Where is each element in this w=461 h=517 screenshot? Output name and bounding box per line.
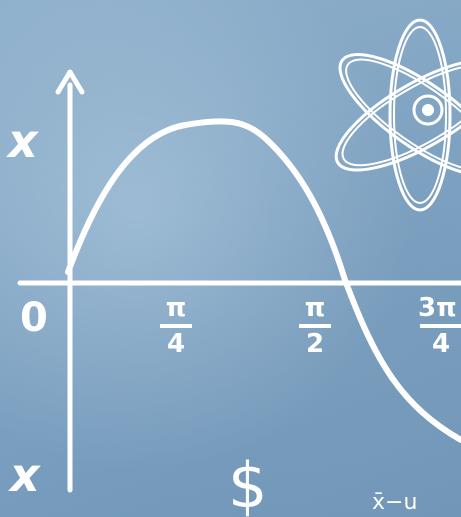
y-axis-top-label: x bbox=[8, 114, 38, 168]
fraction-bar bbox=[299, 324, 331, 328]
y-axis-bottom-label: x bbox=[10, 448, 40, 502]
tick-pi-over-2-numerator: π bbox=[304, 293, 326, 323]
tick-pi-over-2-denominator: 2 bbox=[305, 329, 325, 359]
dollar-symbol: $ bbox=[228, 449, 268, 517]
tick-3pi-over-4-denominator: 4 bbox=[432, 329, 451, 357]
sine-curve bbox=[65, 118, 461, 443]
fraction-bar bbox=[160, 324, 192, 328]
tick-3pi-over-4: 3π 4 bbox=[418, 295, 461, 357]
tick-3pi-over-4-numerator: 3π bbox=[418, 295, 457, 323]
atom-icon bbox=[334, 18, 461, 212]
formula-text: x̄−u bbox=[372, 490, 418, 515]
tick-pi-over-4-denominator: 4 bbox=[166, 329, 186, 359]
fraction-bar bbox=[420, 324, 461, 328]
tick-pi-over-2: π 2 bbox=[297, 295, 333, 357]
tick-pi-over-4: π 4 bbox=[158, 295, 194, 357]
y-axis-arrowhead bbox=[55, 69, 85, 95]
tick-pi-over-4-numerator: π bbox=[165, 293, 187, 323]
origin-label: 0 bbox=[20, 295, 48, 341]
